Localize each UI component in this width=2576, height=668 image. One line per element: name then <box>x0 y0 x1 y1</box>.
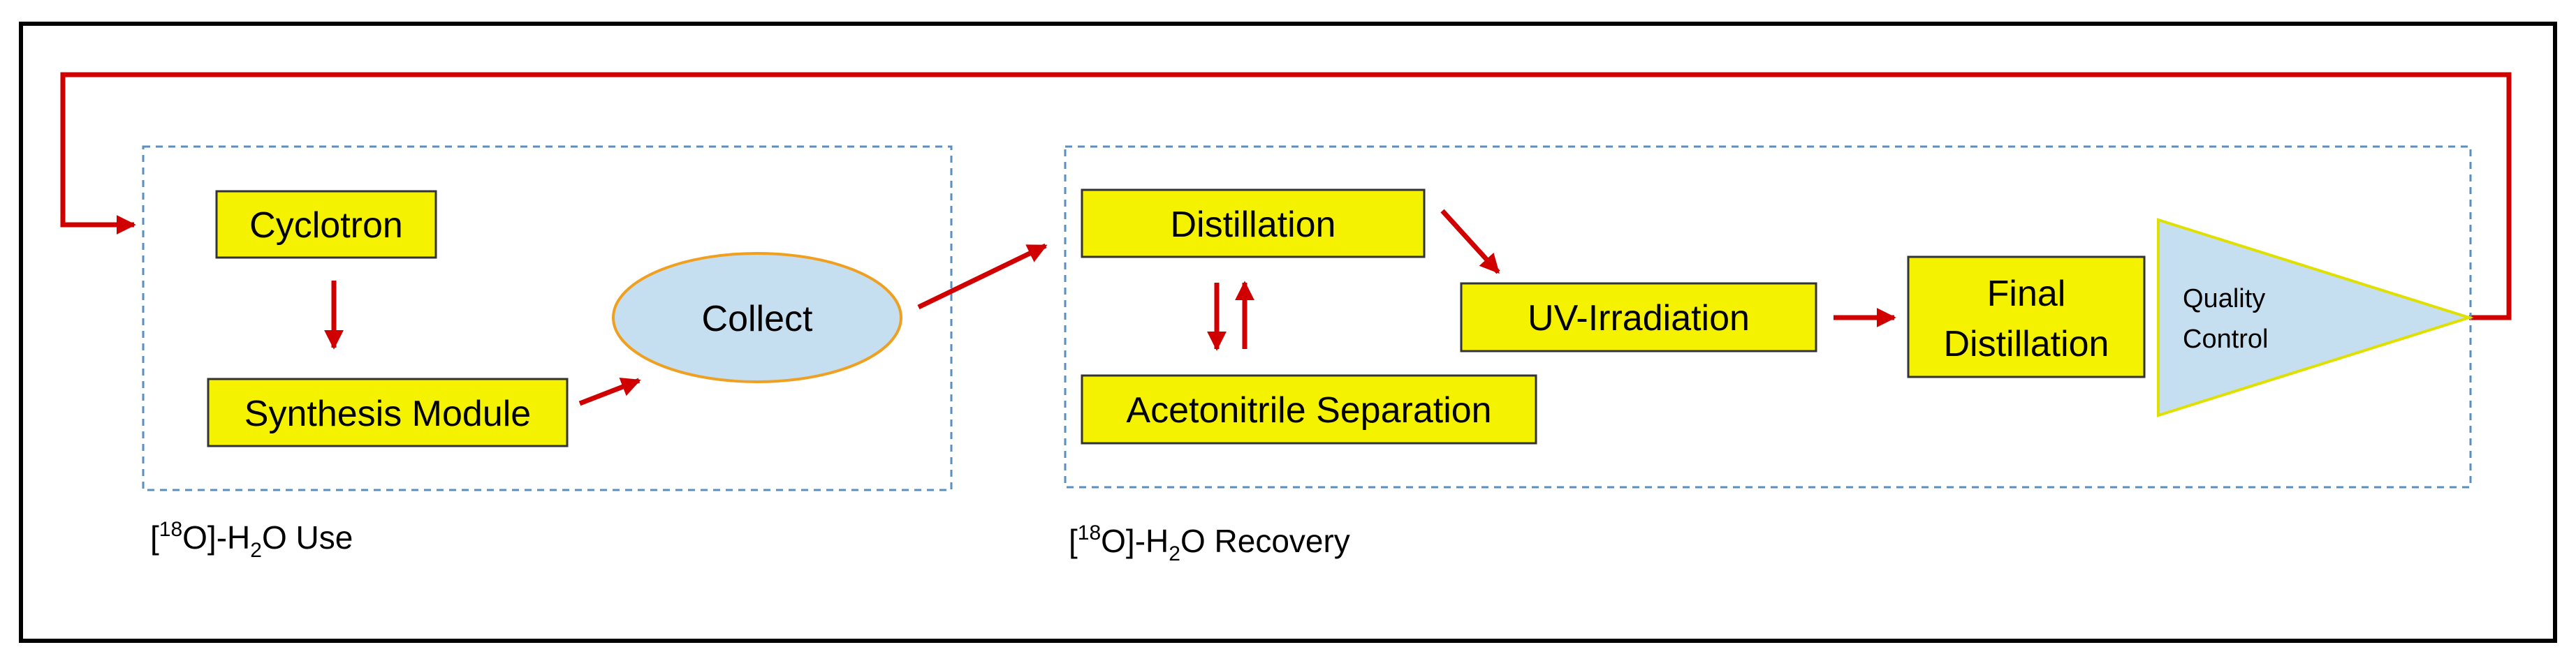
collect-node: Collect <box>612 252 902 383</box>
arrow-collect-to-distillation <box>917 243 1048 310</box>
distillation-label: Distillation <box>1171 205 1336 245</box>
uv-irradiation-node: UV-Irradiation <box>1460 282 1817 352</box>
arrow-synthesis-to-collect <box>578 378 641 406</box>
quality-control-label-line1: Quality <box>2183 284 2265 313</box>
recovery-caption: [18O]-H2O Recovery <box>1069 521 1350 565</box>
final-distillation-label-line1: Final <box>1987 274 2066 314</box>
synthesis-module-node: Synthesis Module <box>207 378 569 447</box>
cyclotron-label: Cyclotron <box>249 205 403 246</box>
collect-label: Collect <box>702 299 813 339</box>
quality-control-node: Quality Control <box>2157 218 2474 417</box>
cyclotron-node: Cyclotron <box>215 190 437 259</box>
uv-irradiation-label: UV-Irradiation <box>1528 298 1750 339</box>
final-distillation-node: Final Distillation <box>1907 255 2146 378</box>
use-group-border <box>142 145 953 491</box>
acetonitrile-separation-node: Acetonitrile Separation <box>1081 374 1537 445</box>
arrow-distillation-to-uv <box>1440 209 1500 274</box>
quality-control-label-line2: Control <box>2183 325 2269 354</box>
distillation-node: Distillation <box>1081 188 1426 258</box>
acetonitrile-separation-label: Acetonitrile Separation <box>1126 390 1491 431</box>
recycle-loop-arrow <box>60 72 2512 320</box>
synthesis-module-label: Synthesis Module <box>244 394 531 434</box>
use-caption: [18O]-H2O Use <box>150 518 353 562</box>
final-distillation-label-line2: Distillation <box>1944 324 2109 364</box>
